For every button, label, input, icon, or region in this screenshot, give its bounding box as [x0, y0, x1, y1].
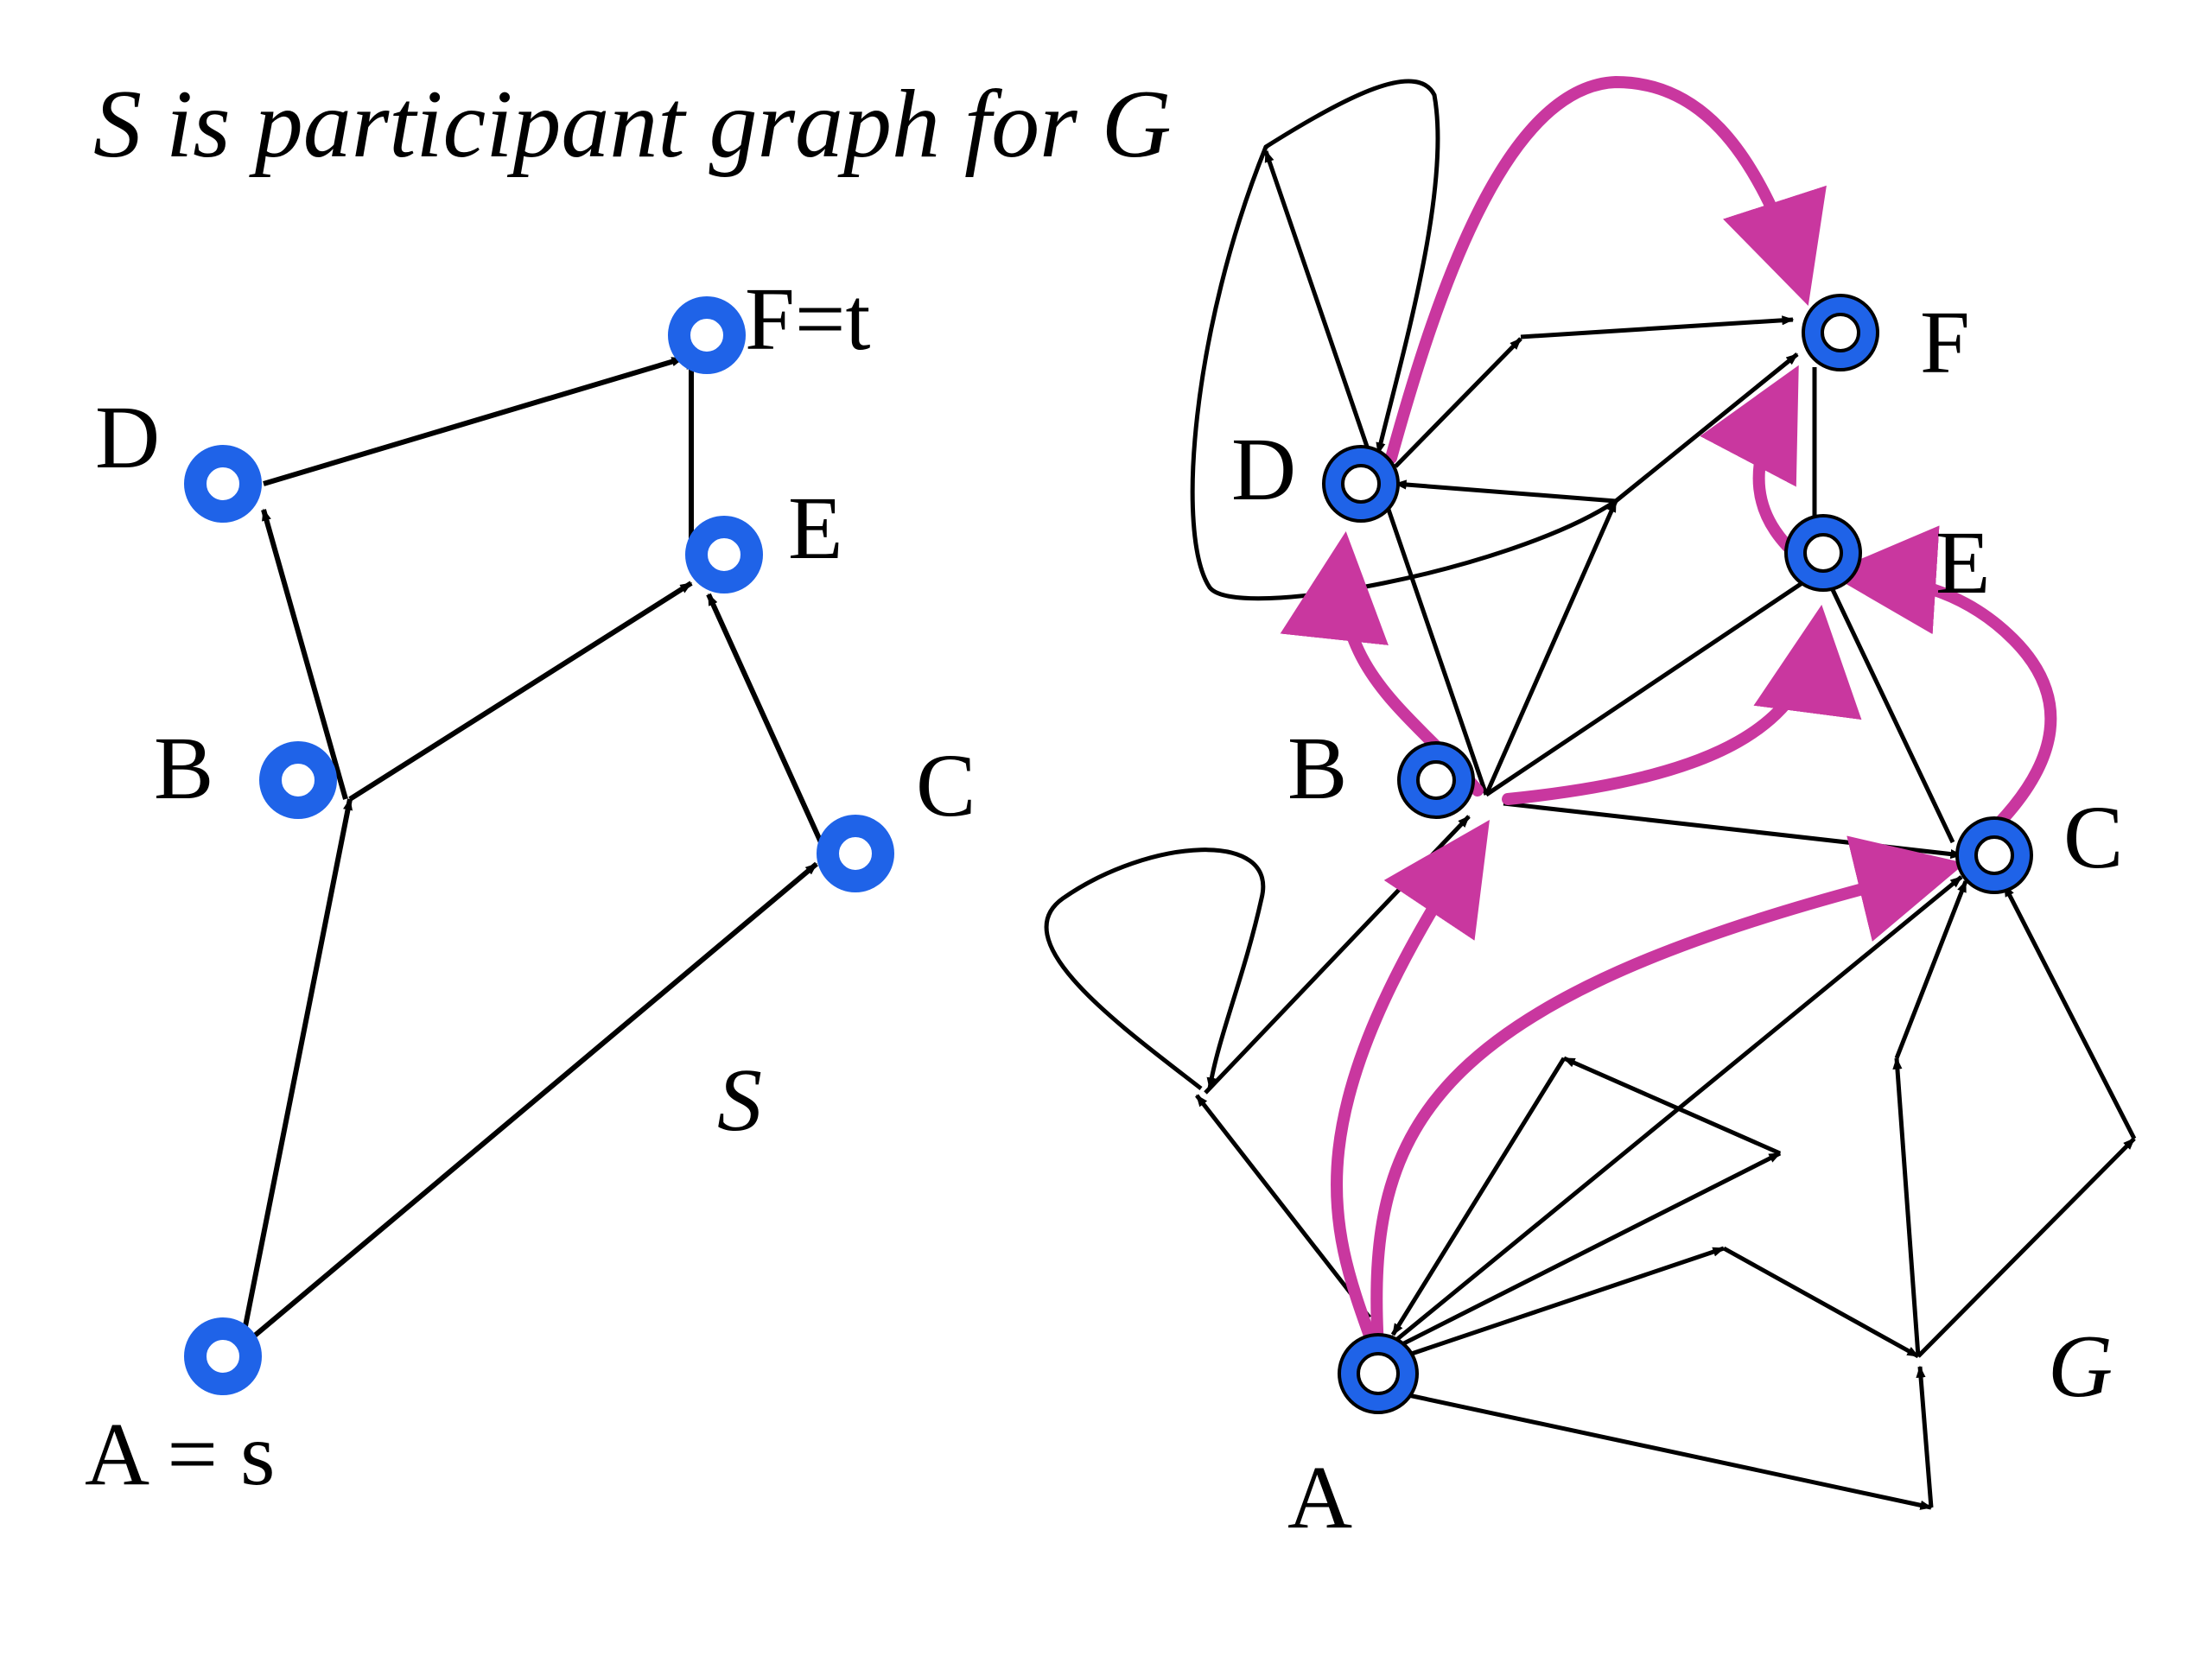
graph-g-nodes: [1322, 294, 2033, 1414]
g-node-e-ring: [1784, 514, 1862, 592]
g-edge-mid-f: [1520, 315, 1795, 340]
g-edge-v-s: [1916, 1365, 1934, 1508]
g-edge-b-x: [1484, 499, 1618, 797]
g-edge-b-c: [1503, 801, 1963, 860]
g-label-e: E: [1936, 513, 1991, 613]
g-label-b: B: [1287, 719, 1348, 818]
g-edge-t-c: [1894, 879, 1968, 1059]
g-loop-bottom: [1044, 847, 1266, 1090]
g-node-c-ring: [1955, 816, 2033, 894]
s-edge-d-f: [263, 356, 684, 486]
s-edge-c-e: [706, 593, 823, 844]
g-node-f-hole: [1821, 313, 1860, 352]
s-label-b: B: [154, 719, 214, 818]
hl-a-b: [1330, 820, 1490, 1354]
graph-g-edges: [1044, 79, 2137, 1510]
graph-g-highlight: [1280, 75, 2057, 1354]
g-node-a-hole: [1357, 1352, 1400, 1395]
g-edge-x-d: [1394, 479, 1617, 504]
s-node-c: [817, 815, 894, 892]
g-node-a-ring: [1338, 1333, 1419, 1414]
g-edge-a-c: [1385, 875, 1963, 1349]
g-edge-u-c: [2002, 884, 2137, 1140]
g-node-b-ring: [1397, 741, 1475, 819]
page-title: S is participant graph for G: [93, 71, 1172, 178]
s-label-c: C: [916, 736, 976, 835]
g-edge-c-e: [1825, 577, 1955, 844]
g-graph-name: G: [2048, 1317, 2113, 1416]
hl-c-e: [1827, 525, 2057, 857]
hl-a-c: [1370, 835, 1966, 1354]
g-edge-a-v: [1408, 1393, 1933, 1510]
s-node-b: [259, 741, 337, 819]
g-edge-d-mid: [1394, 337, 1522, 468]
graph-s-nodes: [184, 296, 894, 1395]
g-node-d-ring: [1322, 445, 1400, 523]
g-label-d: D: [1231, 420, 1297, 519]
g-node-b-hole: [1416, 760, 1456, 800]
g-label-f: F: [1920, 293, 1970, 392]
g-edge-a-p: [1385, 1151, 1782, 1355]
s-edge-a-c: [249, 861, 818, 1342]
s-label-a: A = s: [85, 1405, 276, 1504]
s-graph-name: S: [717, 1050, 762, 1150]
s-edge-b-e: [348, 581, 693, 802]
g-node-e-hole: [1803, 533, 1843, 573]
g-loop-top: [1190, 79, 1618, 601]
g-label-c: C: [2063, 788, 2124, 887]
g-edge-r-s: [1722, 1246, 1920, 1359]
g-edge-q-a: [1390, 1057, 1567, 1336]
hl-d-f: [1385, 75, 1827, 464]
g-label-a: A: [1287, 1448, 1353, 1547]
g-node-c-hole: [1974, 835, 2014, 875]
g-node-d-hole: [1341, 464, 1381, 504]
s-label-f: F=t: [745, 270, 871, 369]
g-edge-s-u: [1916, 1137, 2136, 1358]
s-label-d: D: [95, 388, 161, 487]
s-edge-b-d: [261, 508, 348, 800]
g-edge-a-y: [1195, 1094, 1371, 1319]
s-edge-a-b: [242, 797, 353, 1331]
graph-s: [242, 356, 823, 1342]
s-node-f: [668, 296, 746, 374]
s-node-d: [184, 445, 262, 523]
g-edge-s-t: [1892, 1057, 1921, 1357]
g-edge-a-r: [1390, 1246, 1726, 1363]
s-node-e: [685, 516, 763, 593]
g-edge-p-q: [1562, 1056, 1782, 1156]
s-node-a: [184, 1317, 262, 1395]
hl-b-e: [1502, 605, 1862, 805]
g-node-f-ring: [1802, 294, 1879, 371]
s-label-e: E: [788, 479, 843, 578]
